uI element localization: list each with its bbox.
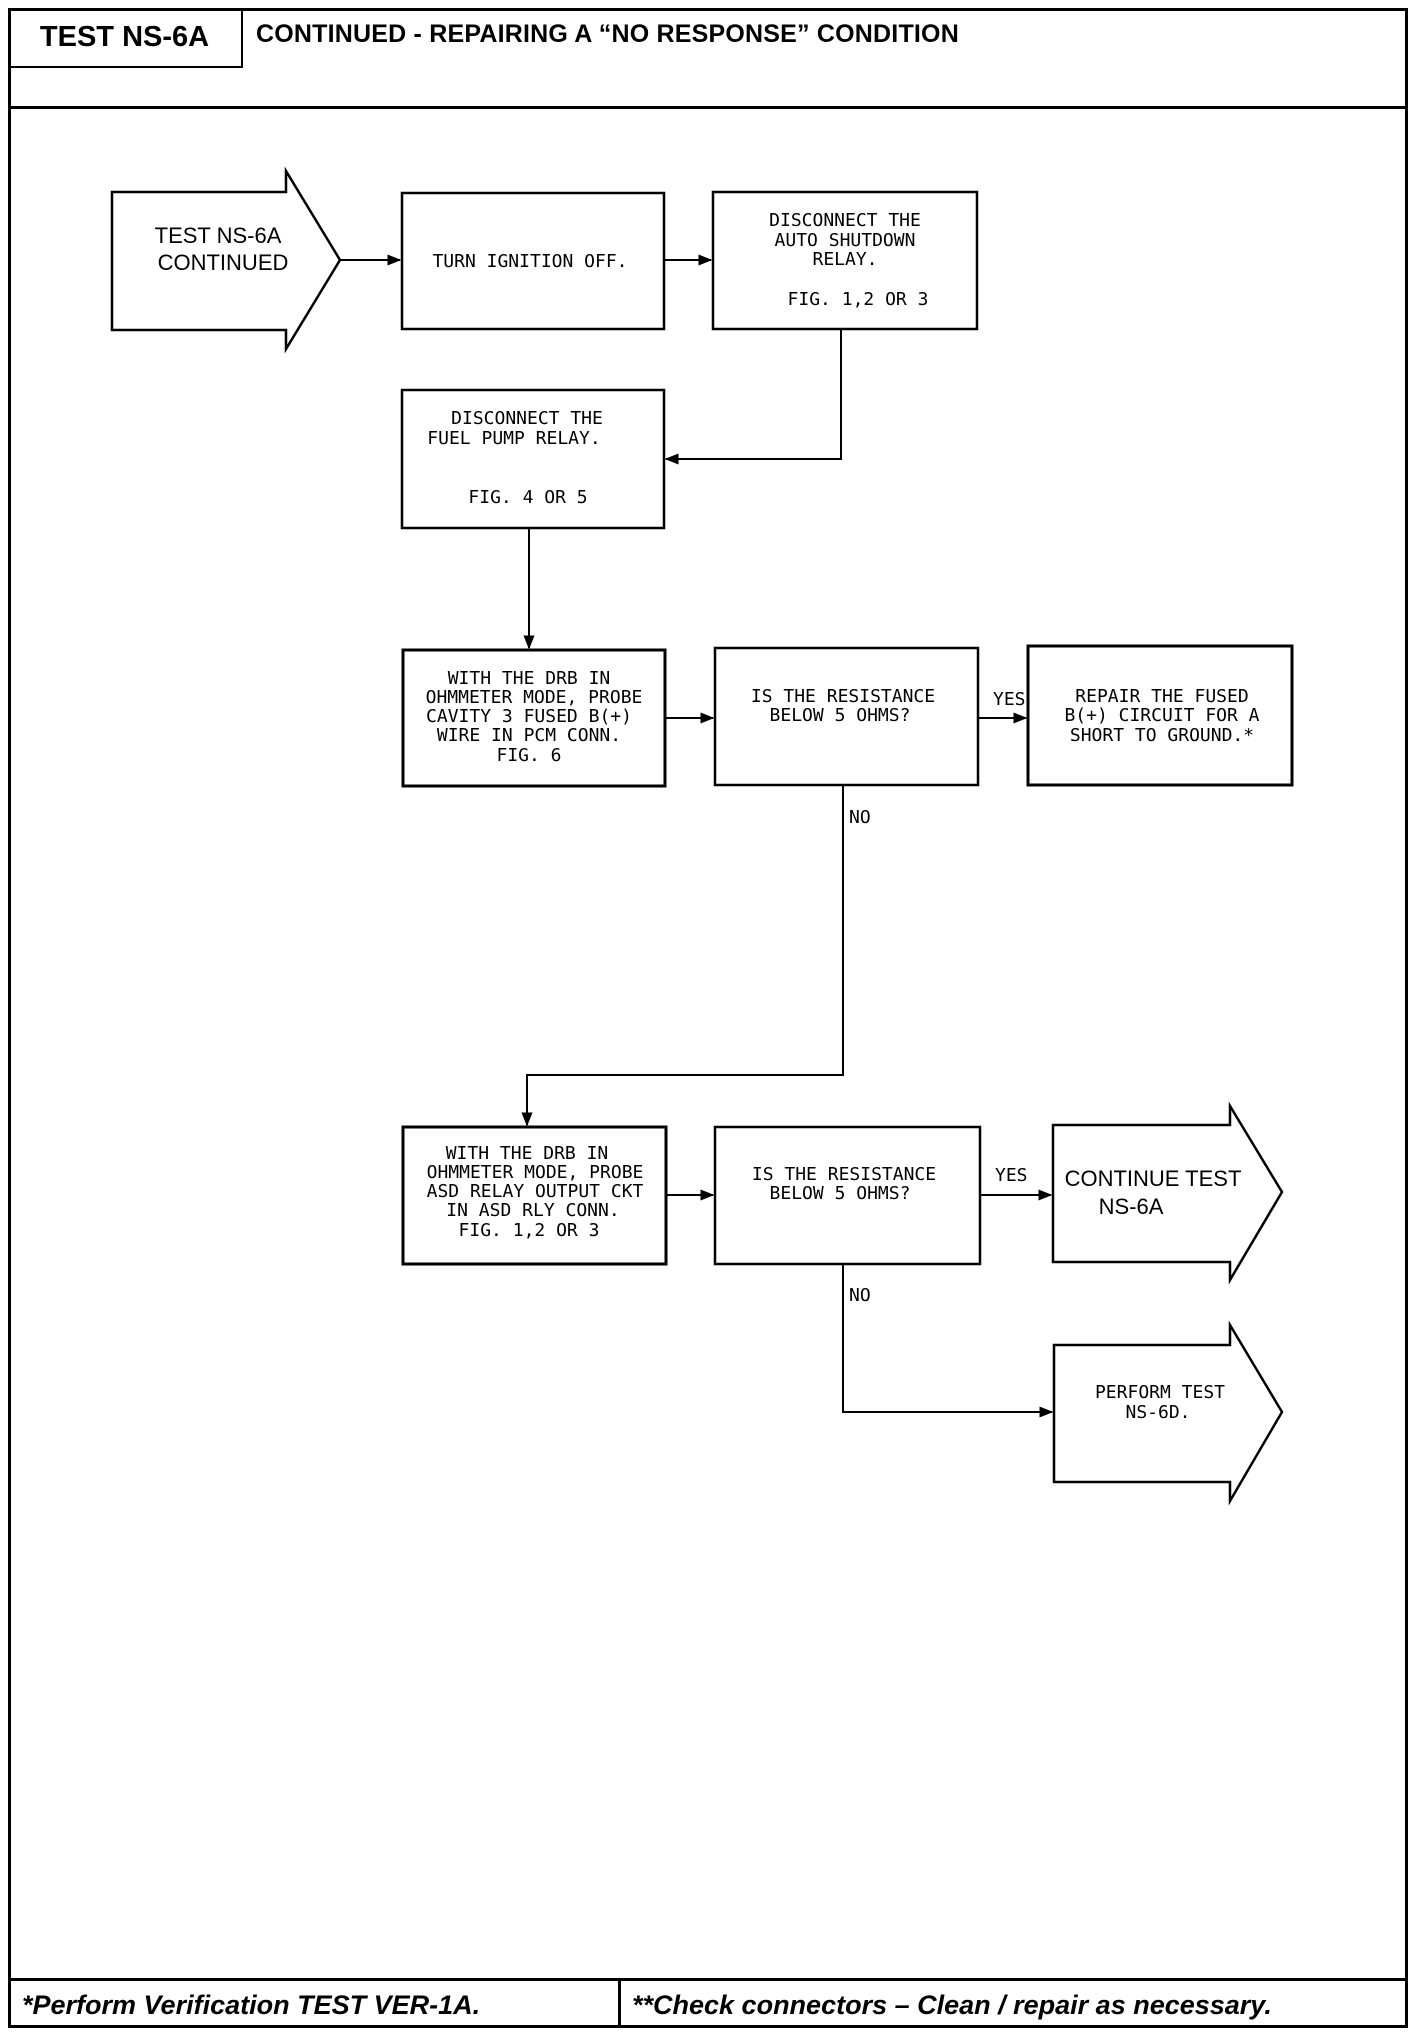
perform-arrow-line-2: NS-6D. xyxy=(1125,1402,1190,1423)
test-id-box: TEST NS-6A xyxy=(8,8,243,68)
footer-divider xyxy=(8,1978,1408,1981)
decision-text-2: BELOW 5 OHMS? xyxy=(770,1183,911,1204)
connector-decision-1-no xyxy=(521,785,844,1127)
repair-text-2: B(+) CIRCUIT FOR A xyxy=(1064,705,1259,726)
step-disconnect-fuel-pump-relay: DISCONNECT THE FUEL PUMP RELAY. FIG. 4 O… xyxy=(400,388,666,530)
step-text-1: WITH THE DRB IN xyxy=(448,668,611,689)
no-label-2: NO xyxy=(849,1285,871,1306)
step-text-4: FIG. 4 OR 5 xyxy=(468,487,587,508)
step-text: TURN IGNITION OFF. xyxy=(432,251,627,272)
page-frame xyxy=(8,8,1408,2028)
step-text-4: IN ASD RLY CONN. xyxy=(446,1200,619,1221)
step-turn-ignition-off: TURN IGNITION OFF. xyxy=(400,191,666,331)
step-text-1: WITH THE DRB IN xyxy=(446,1143,609,1164)
header-divider xyxy=(8,106,1408,109)
decision-resistance-1: IS THE RESISTANCE BELOW 5 OHMS? xyxy=(713,646,980,787)
step-text-5: FIG. 1,2 OR 3 xyxy=(459,1220,600,1241)
step-text-3: RELAY. xyxy=(812,249,877,270)
step-text-1: DISCONNECT THE xyxy=(451,408,603,429)
decision-text-1: IS THE RESISTANCE xyxy=(752,1164,936,1185)
yes-label-1: YES xyxy=(993,689,1026,710)
step-probe-asd-relay-output: WITH THE DRB IN OHMMETER MODE, PROBE ASD… xyxy=(401,1125,668,1266)
decision-text-2: BELOW 5 OHMS? xyxy=(770,705,911,726)
yes-label-2: YES xyxy=(995,1165,1028,1186)
step-text-3: ASD RELAY OUTPUT CKT xyxy=(427,1181,644,1202)
decision-resistance-2: IS THE RESISTANCE BELOW 5 OHMS? xyxy=(713,1125,982,1266)
step-text-2: FUEL PUMP RELAY. xyxy=(427,428,600,449)
step-text-4: WIRE IN PCM CONN. xyxy=(437,725,621,746)
no-label-1: NO xyxy=(849,807,871,828)
step-disconnect-asd-relay: DISCONNECT THE AUTO SHUTDOWN RELAY. FIG.… xyxy=(711,190,979,331)
step-text-3: CAVITY 3 FUSED B(+) xyxy=(426,706,632,727)
continue-arrow-line-2: NS-6A xyxy=(1099,1194,1164,1219)
step-text-5: FIG. 6 xyxy=(496,745,561,766)
step-text-2: OHMMETER MODE, PROBE xyxy=(426,687,643,708)
connector-decision-2-no xyxy=(842,1264,1054,1418)
step-text-2: OHMMETER MODE, PROBE xyxy=(427,1162,644,1183)
footer-connector-note: **Check connectors – Clean / repair as n… xyxy=(632,1990,1272,2020)
perform-arrow-line-1: PERFORM TEST xyxy=(1095,1382,1225,1403)
step-text-5: FIG. 1,2 OR 3 xyxy=(788,289,929,310)
decision-text-1: IS THE RESISTANCE xyxy=(751,686,935,707)
step-text-2: AUTO SHUTDOWN xyxy=(775,230,916,251)
continue-arrow-line-1: CONTINUE TEST xyxy=(1065,1166,1242,1191)
footer-verification-note: *Perform Verification TEST VER-1A. xyxy=(22,1990,481,2020)
start-arrow-line-1: TEST NS-6A xyxy=(155,223,282,248)
start-arrow: TEST NS-6A CONTINUED xyxy=(110,166,342,354)
perform-test-arrow: PERFORM TEST NS-6D. xyxy=(1052,1320,1284,1506)
step-probe-cavity-3: WITH THE DRB IN OHMMETER MODE, PROBE CAV… xyxy=(401,648,667,788)
test-id: TEST NS-6A xyxy=(39,20,210,53)
footer-column-divider xyxy=(618,1980,621,2028)
repair-text-1: REPAIR THE FUSED xyxy=(1075,686,1248,707)
continue-test-arrow: CONTINUE TEST NS-6A xyxy=(1051,1101,1284,1285)
start-arrow-line-2: CONTINUED xyxy=(158,250,289,275)
connector-asd-to-fuel-pump xyxy=(664,329,842,465)
repair-fused-circuit-box: REPAIR THE FUSED B(+) CIRCUIT FOR A SHOR… xyxy=(1026,644,1294,787)
page-title: CONTINUED - REPAIRING A “NO RESPONSE” CO… xyxy=(256,20,959,48)
repair-text-3: SHORT TO GROUND.* xyxy=(1070,725,1254,746)
connectors xyxy=(340,254,1054,1418)
step-text-1: DISCONNECT THE xyxy=(769,210,921,231)
